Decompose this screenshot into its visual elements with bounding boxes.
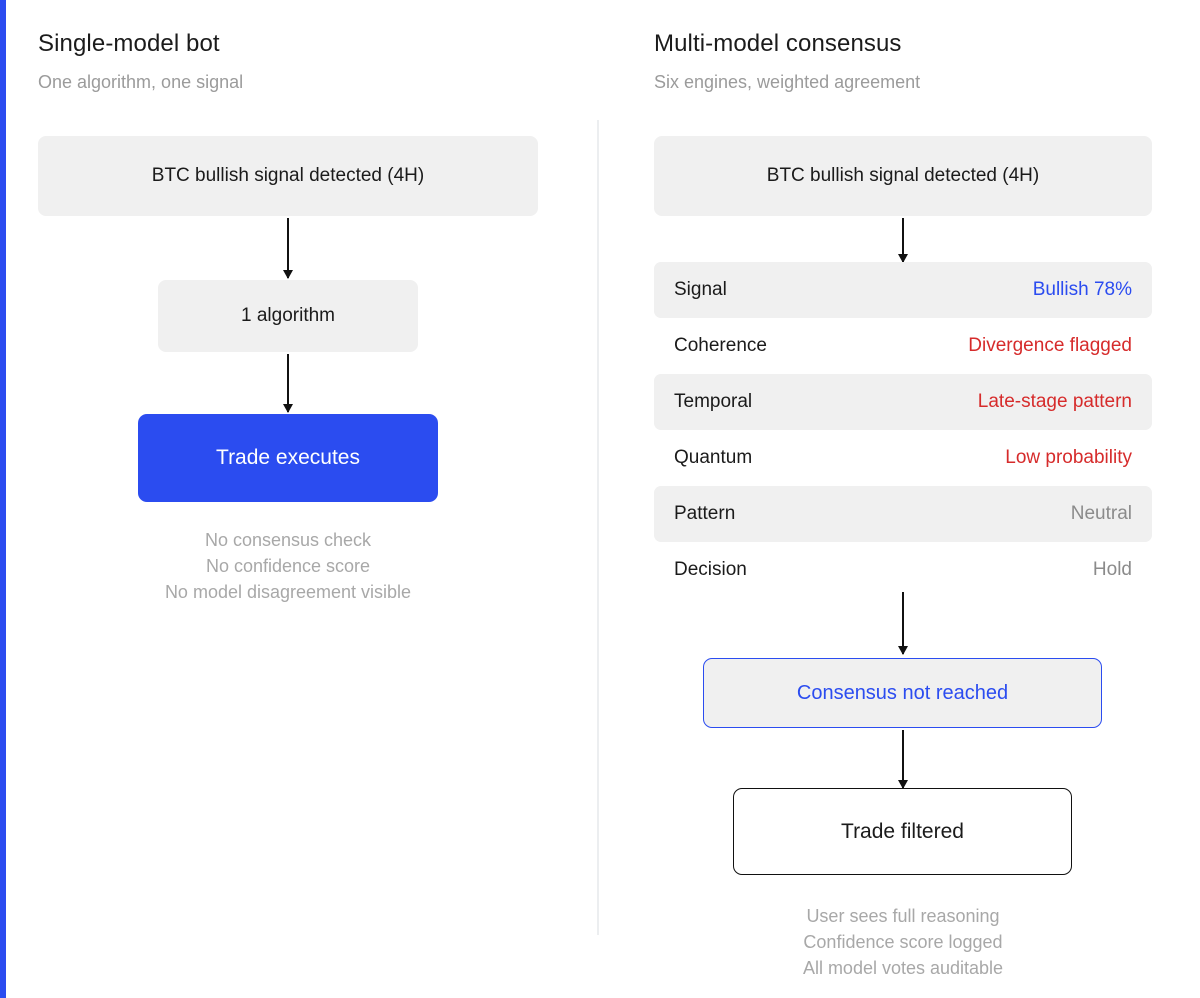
row-value: Low probability	[1005, 447, 1132, 468]
engine-signal-table: Signal Bullish 78% Coherence Divergence …	[654, 262, 1152, 598]
row-label: Signal	[674, 279, 727, 300]
left-accent-strip	[0, 0, 6, 998]
left-column-title: Single-model bot	[38, 30, 220, 57]
left-arrow-signal-to-algorithm	[287, 218, 289, 278]
left-note-line-2: No confidence score	[205, 556, 371, 576]
table-row: Coherence Divergence flagged	[654, 318, 1152, 374]
left-column-notes: No consensus check No confidence score N…	[38, 527, 538, 605]
left-note-line-3: No model disagreement visible	[164, 582, 412, 602]
table-row: Pattern Neutral	[654, 486, 1152, 542]
row-label: Coherence	[674, 335, 767, 356]
left-algorithm-box: 1 algorithm	[158, 280, 418, 352]
row-label: Decision	[674, 559, 747, 580]
consensus-not-reached-box: Consensus not reached	[703, 658, 1102, 728]
right-arrow-rows-to-consensus	[902, 592, 904, 654]
table-row: Temporal Late-stage pattern	[654, 374, 1152, 430]
left-column-subtitle: One algorithm, one signal	[38, 72, 244, 92]
right-note-line-1: User sees full reasoning	[806, 906, 1000, 926]
row-value: Late-stage pattern	[977, 391, 1132, 412]
right-note-line-2: Confidence score logged	[803, 932, 1003, 952]
table-row: Decision Hold	[654, 542, 1152, 598]
row-value: Divergence flagged	[968, 335, 1132, 356]
right-arrow-signal-to-rows	[902, 218, 904, 262]
row-label: Quantum	[674, 447, 753, 468]
row-label: Pattern	[674, 503, 736, 524]
row-value: Neutral	[1070, 503, 1132, 524]
right-column-title: Multi-model consensus	[654, 30, 902, 57]
table-row: Signal Bullish 78%	[654, 262, 1152, 318]
left-arrow-algorithm-to-trade	[287, 354, 289, 412]
trade-filtered-box: Trade filtered	[733, 788, 1072, 875]
column-divider	[597, 120, 599, 935]
row-value: Bullish 78%	[1032, 279, 1132, 300]
table-row: Quantum Low probability	[654, 430, 1152, 486]
right-note-line-3: All model votes auditable	[802, 958, 1004, 978]
right-arrow-consensus-to-filtered	[902, 730, 904, 788]
row-value: Hold	[1092, 559, 1132, 580]
left-signal-box: BTC bullish signal detected (4H)	[38, 136, 538, 216]
right-column-notes: User sees full reasoning Confidence scor…	[654, 903, 1152, 981]
right-column-subtitle: Six engines, weighted agreement	[654, 72, 921, 92]
left-note-line-1: No consensus check	[204, 530, 372, 550]
right-signal-box: BTC bullish signal detected (4H)	[654, 136, 1152, 216]
row-label: Temporal	[674, 391, 753, 412]
left-trade-executes-box: Trade executes	[138, 414, 438, 502]
